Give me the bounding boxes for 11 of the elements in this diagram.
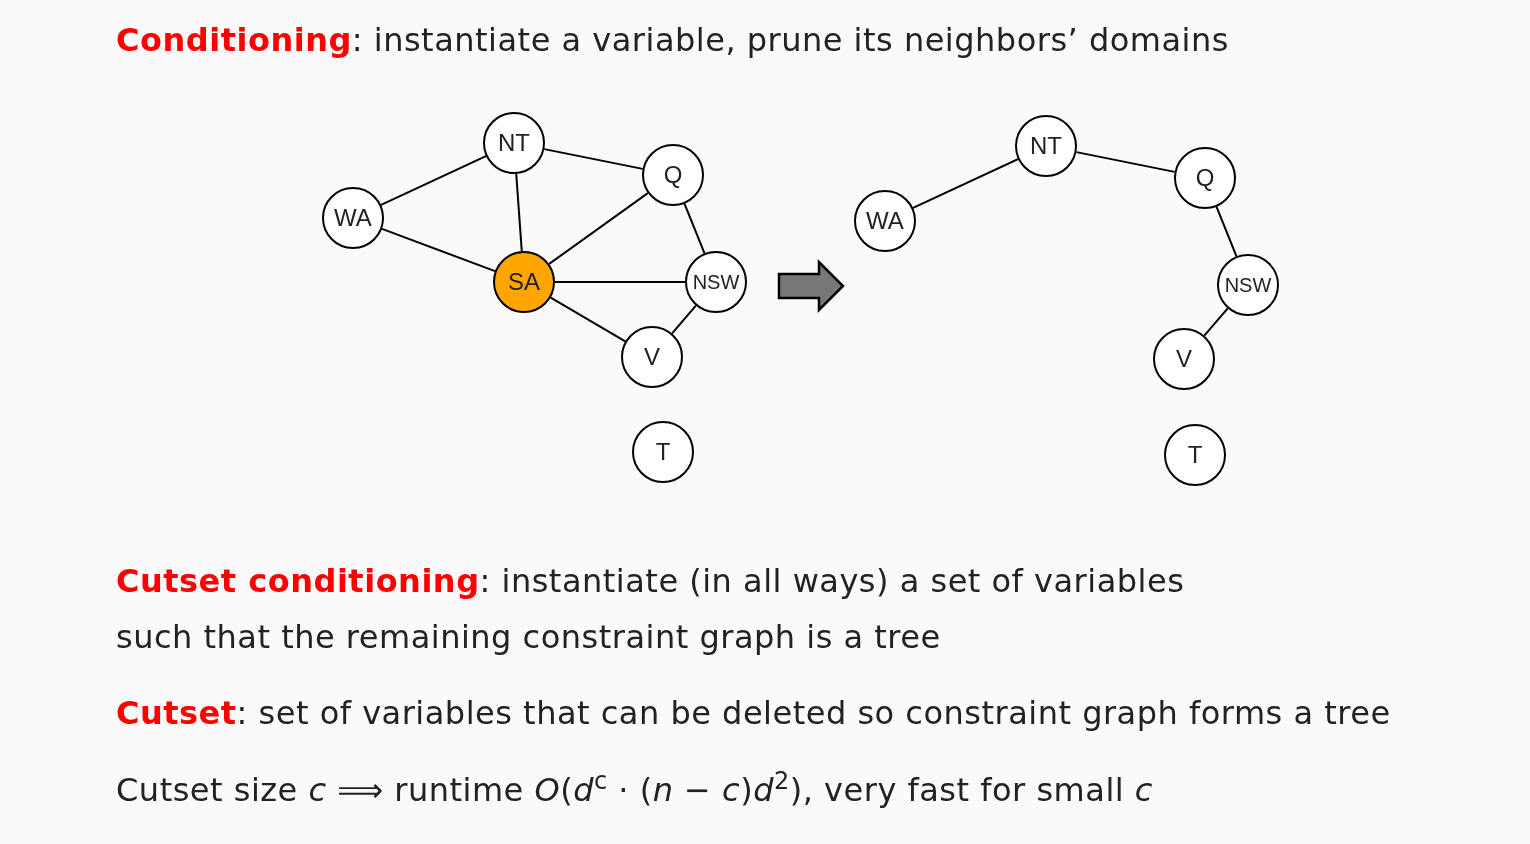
- edge-line: [1203, 307, 1229, 337]
- edge-line: [515, 172, 523, 253]
- edge-line: [549, 296, 627, 343]
- text-line: Cutset conditioning: instantiate (in all ways) a set of variables such that the remaining constraint graph is a tree: [116, 561, 1186, 658]
- edge-line: [554, 281, 686, 283]
- block-arrow: [777, 259, 845, 313]
- edge-line: [548, 192, 649, 265]
- text-line: Cutset size c ⟹ runtime O(d$^{c}$ · (n − c)d$^{2}$), very fast for small c: [116, 766, 1154, 811]
- text-line: Cutset: set of variables that can be deleted so constraint graph forms a tree: [116, 693, 1392, 734]
- edge-line: [671, 304, 697, 335]
- text-line: Conditioning: instantiate a variable, prune its neighbors’ domains: [116, 20, 1230, 61]
